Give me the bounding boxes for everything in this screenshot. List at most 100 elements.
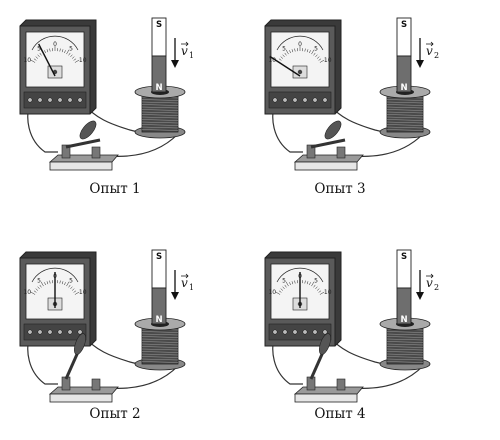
vector-accent [426,41,434,47]
magnet-north-half [396,55,412,93]
scale-tick [46,49,49,53]
scale-label: 5 [37,277,41,284]
scale-tick [61,281,64,285]
scale-tick [294,280,296,284]
switch-blade [309,351,325,380]
magnet-pole-south-label: S [401,20,407,30]
scale-label: 10 [324,289,332,296]
terminal-knob [37,97,43,103]
coil-turn [386,336,424,338]
bar-magnet: SN [396,249,412,325]
coil [134,317,186,371]
coil-turn [141,338,179,341]
vector-accent [181,273,189,279]
coil-turn [386,99,424,101]
meter-panel [23,323,87,341]
terminal-knob [272,329,278,335]
coil-turn [141,114,179,116]
scale-tick [59,48,61,52]
scale-tick [318,290,322,293]
scale-label: 10 [79,289,87,296]
terminal-knob [322,97,328,103]
meter-pivot [297,69,303,75]
meter-scale-arc [276,35,324,51]
coil-turn [141,106,179,109]
coil-turn [386,348,424,351]
coil-turn [141,333,179,336]
switch-base-front [49,393,113,403]
scale-tick [49,48,51,52]
coil-turn [141,121,179,124]
coil-turn [141,343,179,346]
meter-scale-arc [31,35,79,51]
magnet-north-half [396,287,412,325]
switch-handle [74,333,86,355]
coil [379,317,431,371]
scale-tick [306,49,309,53]
terminal-knob [77,97,83,103]
scale-tick [315,54,318,58]
scale-label: 10 [23,57,31,64]
meter-panel [268,323,332,341]
scale-tick [40,281,44,287]
terminal-knob [27,97,33,103]
switch-hinge [61,144,71,159]
scale-tick [66,281,70,287]
scale-label: 5 [37,45,41,52]
scale-tick [71,288,75,291]
experiment-caption: Опыт 1 [89,181,140,197]
terminal-knob [37,329,43,335]
switch-handle [79,120,97,140]
coil-turn [141,111,179,114]
coil-turn [386,338,424,341]
switch-base-front [49,161,113,171]
scale-tick [30,59,36,63]
scale-tick [311,281,315,287]
coil-turn [386,116,424,119]
scale-tick [306,281,309,285]
velocity-arrow-head [416,60,424,68]
switch-base-top [48,386,119,395]
scale-tick [39,284,42,288]
scale-tick [304,48,306,52]
scale-tick [37,54,40,58]
scale-tick [68,52,71,56]
scale-tick [35,56,39,59]
scale-tick [68,284,71,288]
scale-label: 10 [79,57,87,64]
switch-contact [336,146,346,159]
scale-tick [46,281,49,285]
scale-tick [316,56,320,59]
terminal-knob [302,97,308,103]
scale-tick [278,58,282,61]
velocity-subscript: 2 [434,283,439,292]
knife-switch [48,333,119,403]
switch-hinge [306,144,316,159]
scale-tick [289,282,291,286]
scale-tick [282,286,285,290]
scale-tick [304,280,306,284]
velocity-label: v [426,276,433,290]
coil-turn [386,343,424,346]
coil-turn [141,341,179,343]
scale-tick [285,49,289,55]
scale-label: 0 [53,41,57,48]
coil-turn [386,361,424,363]
coil-turn [386,124,424,126]
scale-tick [275,291,281,295]
coil-turn [141,109,179,111]
terminal-knob [57,97,63,103]
coil-turn [386,341,424,343]
meter-panel [23,91,87,109]
terminal-knob [27,329,33,335]
velocity-subscript: 1 [189,51,194,60]
terminal-knob [77,329,83,335]
scale-tick [33,58,37,61]
velocity-subscript: 2 [434,51,439,60]
scale-tick [44,50,46,54]
